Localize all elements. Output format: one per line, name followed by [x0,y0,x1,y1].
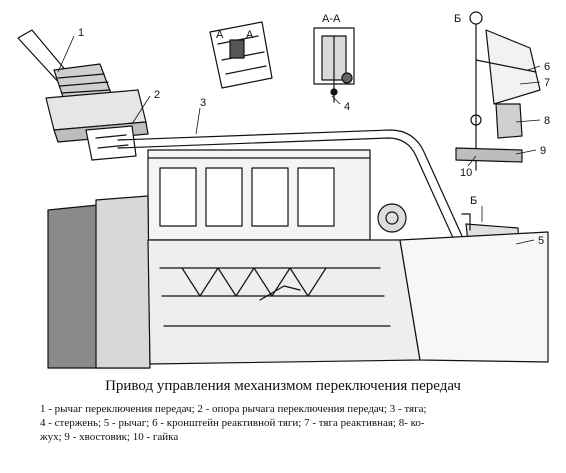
legend-line: 1 - рычаг переключения передач; 2 - опор… [40,403,427,415]
legend-line: 4 - стержень; 5 - рычаг; 6 - кронштейн р… [40,417,425,429]
callout-2: 2 [154,89,160,101]
upper-right-assembly [455,11,541,171]
inset-support-detail [209,21,273,89]
section-marker-top: Б [454,13,461,25]
callout-3: 3 [200,97,206,109]
gear-lever [17,29,149,143]
engine-block [47,195,549,369]
figure-caption: Привод управления механизмом переключени… [0,378,566,444]
cylinder-heads [147,149,371,241]
legend-line: жух; 9 - хвостовик; 10 - гайка [40,431,179,443]
callout-7: 7 [544,77,550,89]
callout-1: 1 [78,27,84,39]
inset-letter-a-left: А [216,29,224,41]
callout-4: 4 [344,101,350,113]
section-label: А-А [322,13,341,25]
callout-10: 10 [460,167,472,179]
inset-letter-a-right: А [246,29,254,41]
caption-legend: 1 - рычаг переключения передач; 2 - опор… [40,402,540,444]
callout-8: 8 [544,115,550,127]
inset-section-aa [313,27,355,103]
callout-6: 6 [544,61,550,73]
lever-support [85,125,137,161]
callout-5: 5 [538,235,544,247]
engine-gearshift-drawing: 1 2 3 А А А-А 4 Б 6 7 8 9 10 Б 5 [17,11,550,369]
callout-9: 9 [540,145,546,157]
caption-title: Привод управления механизмом переключени… [105,378,461,394]
section-marker-side: Б [470,195,477,207]
